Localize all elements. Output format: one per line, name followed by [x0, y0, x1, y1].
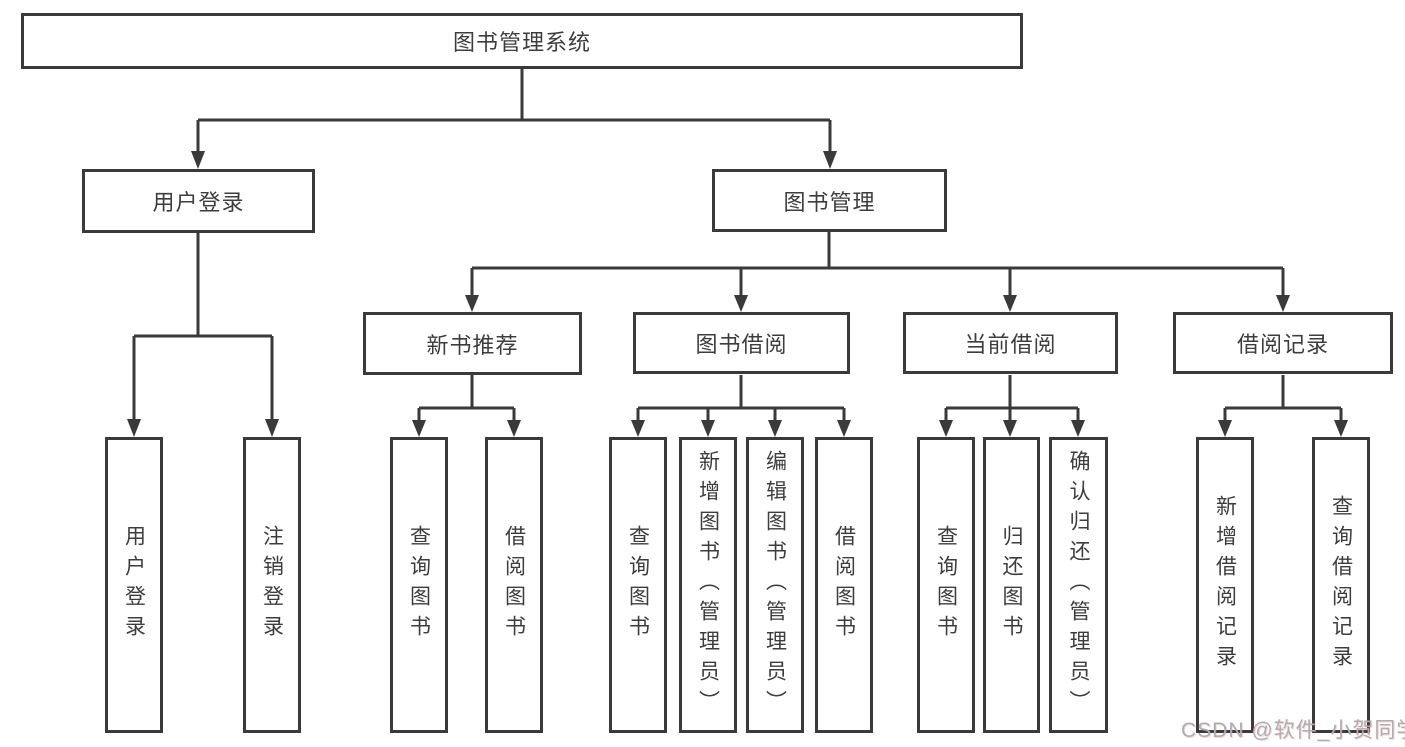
leaf-query-books-borrow: 查询图书: [609, 437, 667, 733]
csdn-watermark: CSDN @软件_小贺同学: [1181, 719, 1405, 742]
leaf-confirm-return-admin: 确认归还（管理员）: [1049, 437, 1108, 733]
node-current-borrowing: 当前借阅: [903, 312, 1118, 374]
leaf-borrow-books-rec: 借阅图书: [485, 437, 543, 733]
leaf-logout: 注销登录: [243, 437, 301, 733]
leaf-add-books-admin: 新增图书（管理员）: [679, 437, 737, 733]
node-borrow-records: 借阅记录: [1173, 312, 1393, 374]
node-book-management: 图书管理: [712, 169, 947, 232]
leaf-return-books: 归还图书: [983, 437, 1040, 733]
node-new-book-recommend: 新书推荐: [363, 312, 582, 375]
node-user-login: 用户登录: [82, 169, 315, 233]
leaf-edit-books-admin: 编辑图书（管理员）: [746, 437, 804, 733]
node-book-borrowing: 图书借阅: [633, 312, 850, 374]
leaf-borrow-books: 借阅图书: [815, 437, 873, 733]
leaf-query-books-rec: 查询图书: [390, 437, 448, 733]
leaf-add-borrow-record: 新增借阅记录: [1196, 437, 1254, 733]
node-root-system: 图书管理系统: [21, 13, 1023, 69]
leaf-query-books-current: 查询图书: [917, 437, 975, 733]
leaf-user-login: 用户登录: [105, 437, 163, 733]
leaf-query-borrow-record: 查询借阅记录: [1312, 437, 1370, 733]
